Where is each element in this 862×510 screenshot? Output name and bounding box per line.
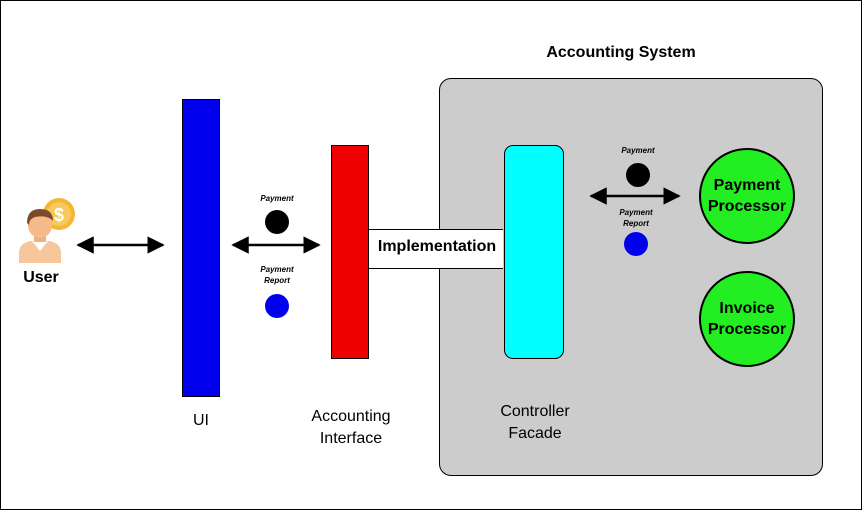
- left-payment-report-dot: [265, 294, 289, 318]
- controller-facade-bar: [504, 145, 564, 359]
- accounting-interface-label: Accounting Interface: [311, 408, 391, 447]
- implementation-label: Implementation: [377, 238, 497, 255]
- payment-processor: Payment Processor: [699, 148, 795, 244]
- accounting-system-title: Accounting System: [546, 44, 696, 61]
- left-payment-label: Payment: [260, 194, 294, 203]
- right-payment-report-dot: [624, 232, 648, 256]
- implementation-connector: [369, 229, 503, 269]
- invoice-processor: Invoice Processor: [699, 271, 795, 367]
- controller-facade-label: Controller Facade: [500, 403, 570, 442]
- right-payment-label: Payment: [621, 146, 655, 155]
- right-payment-report-label: Payment Report: [619, 208, 653, 228]
- ui-label: UI: [193, 412, 209, 429]
- left-payment-report-label: Payment Report: [260, 265, 294, 285]
- accounting-interface-bar: [331, 145, 369, 359]
- right-payment-dot: [626, 163, 650, 187]
- left-payment-dot: [265, 210, 289, 234]
- user-label: User: [23, 269, 59, 286]
- svg-text:$: $: [54, 205, 64, 225]
- ui-bar: [182, 99, 220, 397]
- user-icon: $: [15, 197, 77, 263]
